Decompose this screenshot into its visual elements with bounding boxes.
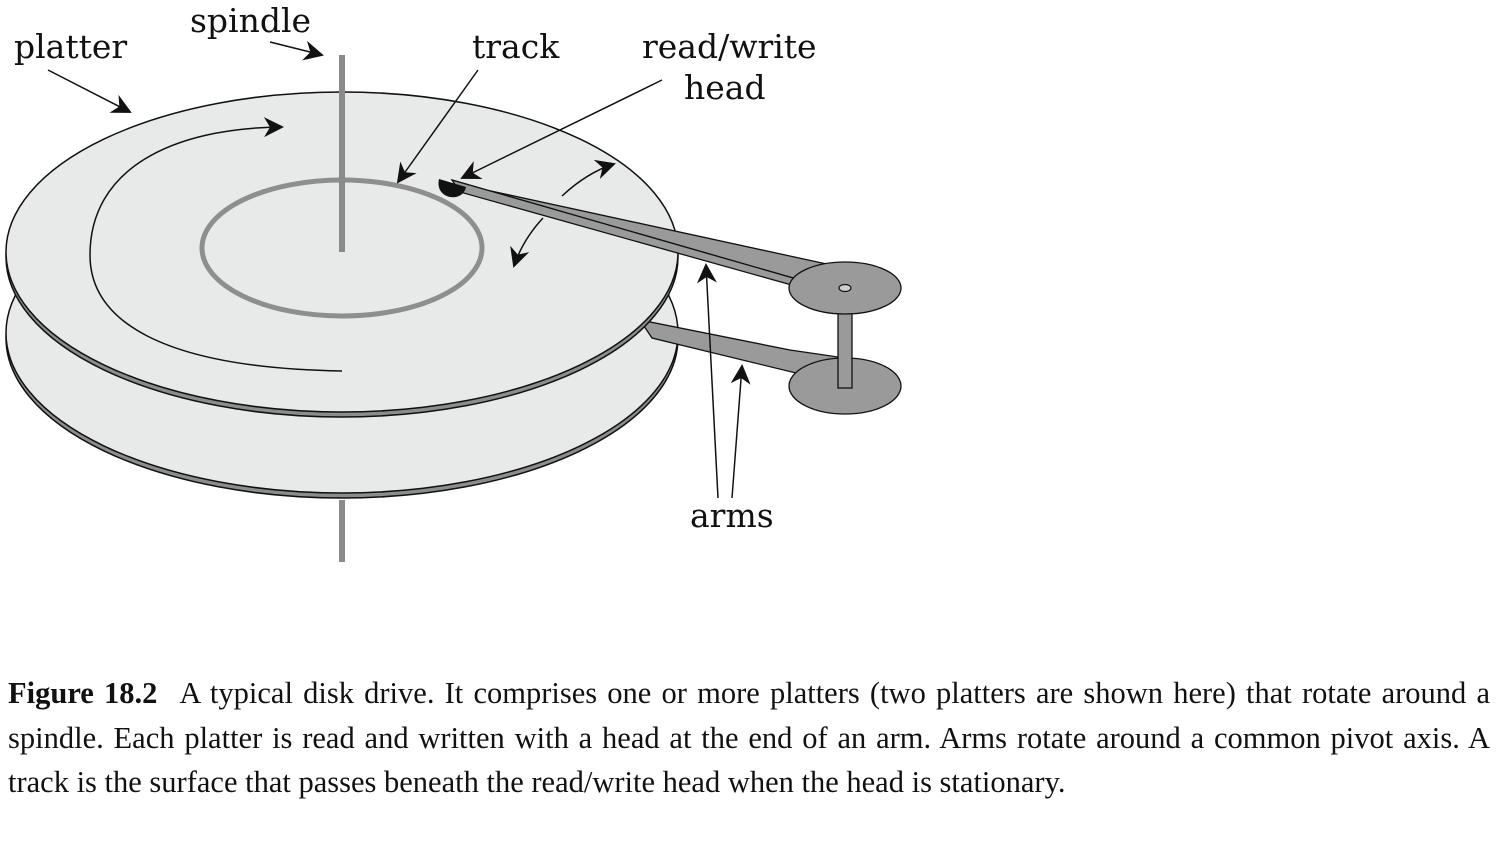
arm-swing-arrow-up	[561, 159, 616, 197]
read-write-label-line1: read/write	[642, 27, 817, 66]
arm-swing-arrow-down	[510, 217, 544, 268]
read-write-head	[438, 179, 466, 198]
platter-label: platter	[14, 27, 127, 66]
arms-label: arms	[690, 496, 774, 535]
lower-arm	[638, 319, 902, 415]
label-pointers	[47, 40, 751, 499]
figure-number: Figure 18.2	[8, 676, 158, 710]
caption-text: A typical disk drive. It comprises one o…	[8, 676, 1491, 799]
spindle-label: spindle	[190, 1, 311, 40]
read-write-label-line2: head	[684, 68, 766, 107]
disk-drive-diagram: spindle platter track read/write head ar…	[5, 1, 902, 562]
platter-rotation-arrow	[89, 117, 343, 372]
track-label: track	[472, 27, 560, 66]
